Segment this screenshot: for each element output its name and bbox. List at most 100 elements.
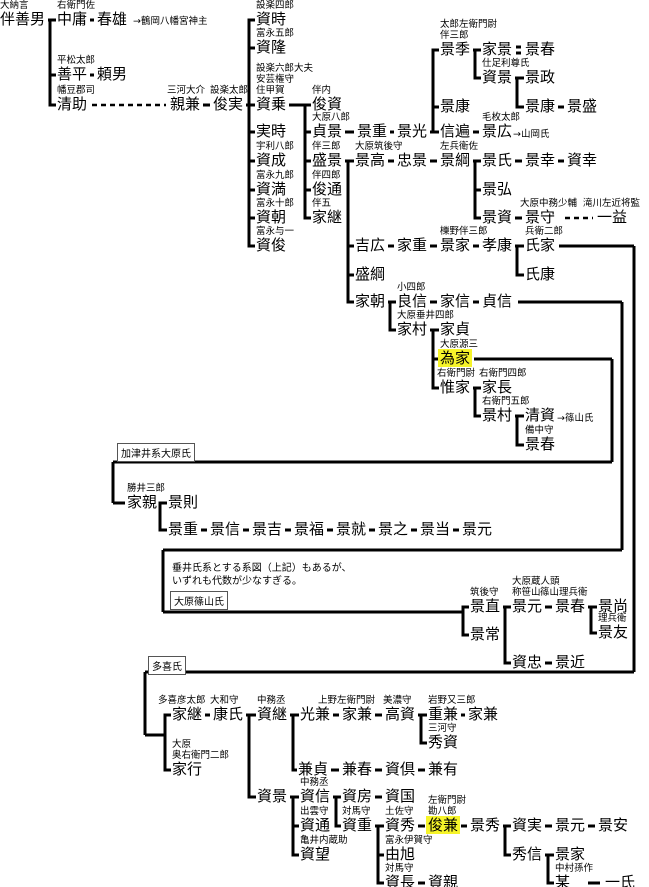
person-name: 家親 [127,493,158,511]
person-title: 亀井内蔵助 [300,835,348,846]
person-name: 景高 [355,151,386,169]
person-title: 大納言 [0,0,29,11]
person-node: 幡豆郡司清助 [57,85,95,113]
person-node: 右衛門尉惟家 [437,368,475,396]
person-name: 家行 [172,760,203,778]
person-title: 左兵衛佐 [440,141,479,152]
person-node: 家朝 [355,292,385,310]
person-name: 家長 [482,378,513,396]
person-name: 親兼 [170,95,201,113]
person-node: 勝井三郎家親 [127,483,165,511]
person-title: 仕足利尊氏 [482,58,530,69]
person-node-highlighted: 大原源三為家 [438,339,478,367]
person-node: 三河守秀資 [428,723,459,751]
person-name: 資景 [257,787,288,805]
person-title: 櫟野伴三郎 [440,226,488,237]
person-title: 大原垂井四郎 [397,310,455,321]
person-name: 一益 [597,208,628,226]
person-name: 氏康 [525,265,556,283]
person-node: 大原蔵人頭 称笹山景元 [512,576,560,615]
person-name: 由旭 [385,845,416,863]
person-node: 兼有 [428,760,458,778]
person-node: 大納言伴善男 [0,0,45,28]
person-title: 岩野又三郎 [428,695,476,706]
person-node: 右衛門五郎景村 [482,396,530,424]
person-title: 三河大介 [167,85,206,96]
person-node: 景重 [168,520,198,538]
person-name: 兼春 [342,760,373,778]
person-node: 右衛門佐中庸 [57,0,95,28]
person-node: 中村孫作某 [555,863,593,887]
person-name: 惟家 [440,378,471,396]
person-node: 大原垂井四郎家村 [397,310,454,338]
person-name: 資通 [300,816,331,834]
note-tsurugaoka: →鶴岡八幡宮神主 [133,16,208,27]
person-title: 大原中務少輔 [520,198,578,209]
person-name: 資房 [342,787,373,805]
person-name: 資実 [512,816,543,834]
person-node-highlighted: 左衛門尉 勘八郎俊兼 [426,795,466,834]
person-name: 清資 [525,406,556,424]
person-node: 景政 [525,68,555,86]
person-name: 重兼 [428,705,459,723]
person-node: 景秀 [470,816,500,834]
person-name: 家重 [397,236,428,254]
person-name: 景守 [525,208,556,226]
person-node: 景吉 [252,520,282,538]
person-name: 光兼 [300,705,331,723]
person-node: 景尚 [598,597,628,615]
person-title: 右衛門四郎 [479,368,527,379]
person-name: 景就 [336,520,367,538]
person-node: 滝川左近将監一益 [583,198,640,226]
person-node: 景氏 [482,151,512,169]
person-title: 篠山理兵衛 [540,587,588,598]
person-name: 資親 [428,873,459,887]
person-name: 高資 [385,705,416,723]
person-title: 滝川左近将監 [583,198,641,209]
person-node: 景家 [555,845,585,863]
person-name: 俊兼 [426,816,461,834]
person-title: 設楽四郎 [256,0,295,11]
person-name: 資朝 [256,208,287,226]
person-node: 信遍 [440,122,470,140]
person-node: 理兵衛景友 [598,613,629,641]
person-name: 資望 [300,845,331,863]
person-node: 岩野又三郎重兼 [428,695,476,723]
person-name: 信遍 [440,122,471,140]
person-name: 資重 [342,816,373,834]
person-title: 右衛門五郎 [482,396,530,407]
person-node: 一氏 [605,873,635,887]
person-title: 小四郎 [397,282,426,293]
person-name: 景友 [598,623,629,641]
person-name: 景元 [512,597,543,615]
person-name: 資乗 [256,95,287,113]
person-name: 景安 [598,816,629,834]
person-name: 資倶 [385,760,416,778]
person-node: 富永五郎資隆 [256,28,294,56]
person-name: 景重 [168,520,199,538]
person-title: 上野左衛門尉 [318,695,376,706]
person-node: 土佐守資秀 [385,806,415,834]
person-node: 多喜彦太郎家継 [158,695,206,723]
person-name: 某 [555,873,571,887]
person-node: 櫟野伴三郎景家 [440,226,488,254]
person-title: 富永九郎 [256,170,295,181]
person-node: 対馬守資重 [342,806,373,834]
person-name: 景春 [525,435,556,453]
person-title: 中務丞 [257,695,286,706]
person-node: 毛枚太郎景広 [482,112,520,140]
person-node: 景福 [294,520,324,538]
person-node: 家兼 [468,705,498,723]
person-title: 太郎左衛門尉 伴三郎 [440,19,498,41]
person-node: 大原筑後守景高 [355,141,403,169]
person-node: 仕足利尊氏資景 [482,58,530,86]
person-node: 右衛門四郎家長 [479,368,527,396]
person-title: 伴四郎 [312,170,341,181]
person-name: 景重 [357,122,388,140]
person-name: 秀資 [428,733,459,751]
person-name: 善平 [57,65,88,83]
person-node: 中務丞資信 [300,777,330,805]
person-node: 資実 [512,816,542,834]
person-name: 俊通 [312,180,343,198]
